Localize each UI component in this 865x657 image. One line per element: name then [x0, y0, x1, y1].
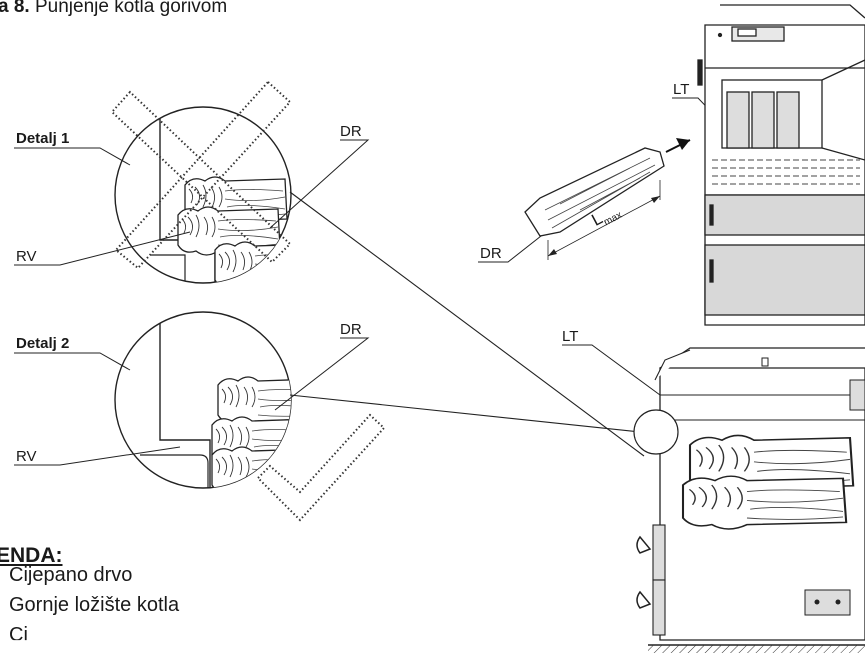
caption-number: a 8. — [0, 0, 30, 17]
correct-check-mark — [256, 413, 386, 522]
detail-2-title: Detalj 2 — [16, 335, 70, 352]
dr-label-detail-2: DR — [340, 321, 362, 338]
boiler-side-section — [633, 347, 865, 653]
detail-2-magnifier — [114, 311, 292, 489]
label-leaders — [14, 97, 749, 466]
lt-label-section: LT — [562, 328, 579, 345]
legend-item-2: Gornje ložište kotla — [9, 594, 180, 616]
legend-title: ENDA: — [0, 544, 63, 567]
boiler-front-view — [697, 4, 865, 326]
caption-text: Punjenje kotla gorivom — [34, 0, 228, 17]
dr-label-detail-1: DR — [340, 123, 362, 140]
split-log-illustration — [524, 138, 691, 260]
connector-lines — [289, 191, 645, 457]
dr-label-log: DR — [480, 245, 502, 262]
lt-label-front: LT — [673, 81, 690, 98]
legend-item-1: Cijepano drvo — [9, 564, 133, 586]
detail-1-title: Detalj 1 — [16, 130, 70, 147]
rv-label-detail-2: RV — [16, 448, 37, 465]
incorrect-cross-mark — [110, 80, 292, 270]
detail-1-magnifier — [114, 106, 292, 284]
rv-label-detail-1: RV — [16, 248, 37, 265]
figure-caption: a 8. Punjenje kotla gorivom — [0, 0, 227, 18]
legend-item-3: Ci — [9, 624, 28, 646]
